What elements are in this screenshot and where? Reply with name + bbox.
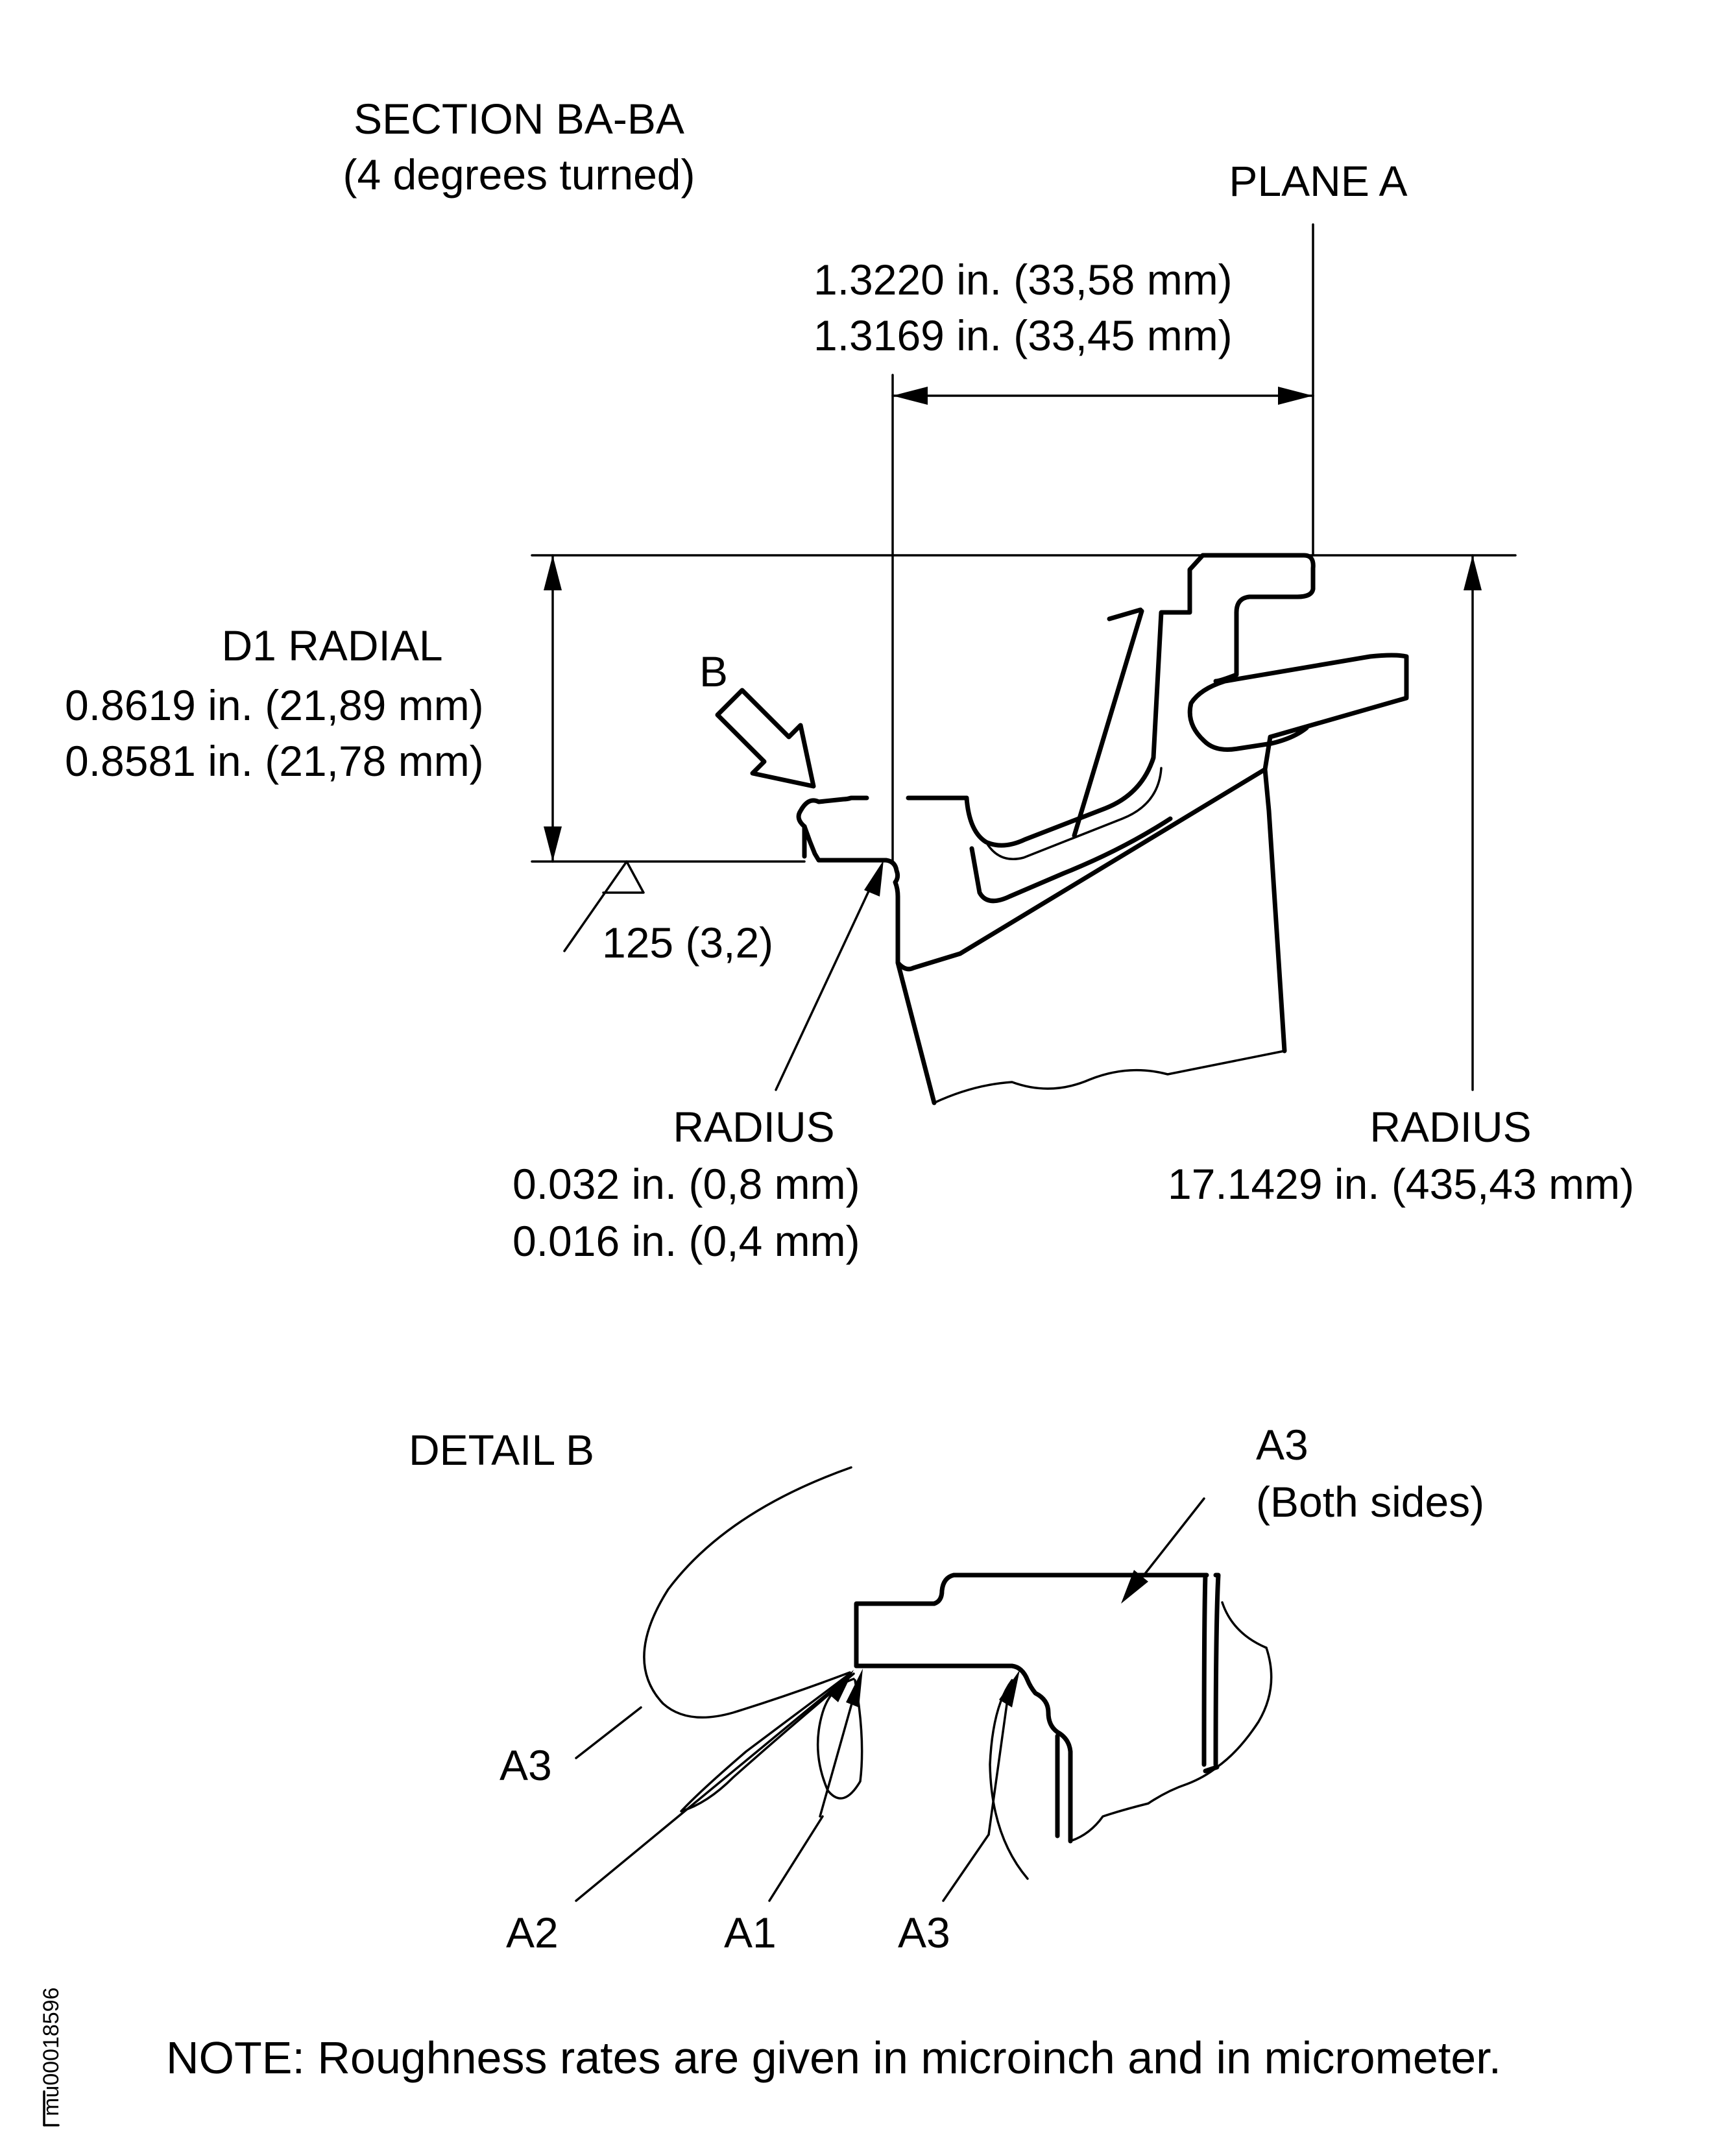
- section-title: SECTION BA-BA: [354, 95, 684, 143]
- detail-top-callout-note: (Both sides): [1256, 1478, 1484, 1526]
- section-subtitle: (4 degrees turned): [343, 151, 695, 199]
- d1-radial-min: 0.8581 in. (21,78 mm): [65, 737, 484, 785]
- detail-callout-leaders: [575, 1669, 1020, 1902]
- fillet-radius-min: 0.016 in. (0,4 mm): [512, 1217, 860, 1265]
- detail-callout-a3-left: A3: [500, 1741, 552, 1789]
- fillet-radius-label: RADIUS: [673, 1103, 834, 1151]
- outer-radius-label: RADIUS: [1369, 1103, 1531, 1151]
- plane-a-label: PLANE A: [1229, 157, 1407, 205]
- view-b-label: B: [699, 647, 728, 695]
- figure-id: mu00018596: [39, 1987, 64, 2116]
- detail-callout-a3-right: A3: [898, 1909, 950, 1957]
- detail-top-callout-leader: [1121, 1497, 1205, 1604]
- axial-dimension-max: 1.3220 in. (33,58 mm): [814, 256, 1233, 304]
- blade-section-outline: [796, 553, 1409, 1105]
- detail-surface-lobes: [643, 1466, 1029, 1880]
- outer-radius-dimension-line: [1464, 554, 1482, 1091]
- fillet-radius-leader: [775, 860, 884, 1091]
- detail-title: DETAIL B: [409, 1426, 594, 1474]
- figure-id-marker: [43, 2090, 60, 2127]
- detail-b-outline: [854, 1573, 1273, 1844]
- view-b-arrow: [715, 688, 816, 789]
- roughness-note: NOTE: Roughness rates are given in micro…: [166, 2032, 1501, 2083]
- detail-callout-a1: A1: [724, 1909, 777, 1957]
- d1-radial-label: D1 RADIAL: [221, 621, 442, 669]
- d1-radial-dimension-line: [531, 554, 1517, 863]
- axial-dimension-min: 1.3169 in. (33,45 mm): [814, 311, 1233, 359]
- d1-radial-max: 0.8619 in. (21,89 mm): [65, 681, 484, 729]
- roughness-value: 125 (3,2): [602, 919, 773, 967]
- outer-radius-value: 17.1429 in. (435,43 mm): [1168, 1160, 1634, 1208]
- axial-dimension-line: [891, 223, 1314, 863]
- detail-callout-a2: A2: [506, 1909, 559, 1957]
- roughness-symbol: [563, 860, 645, 952]
- detail-top-callout: A3: [1256, 1421, 1308, 1469]
- fillet-radius-max: 0.032 in. (0,8 mm): [512, 1160, 860, 1208]
